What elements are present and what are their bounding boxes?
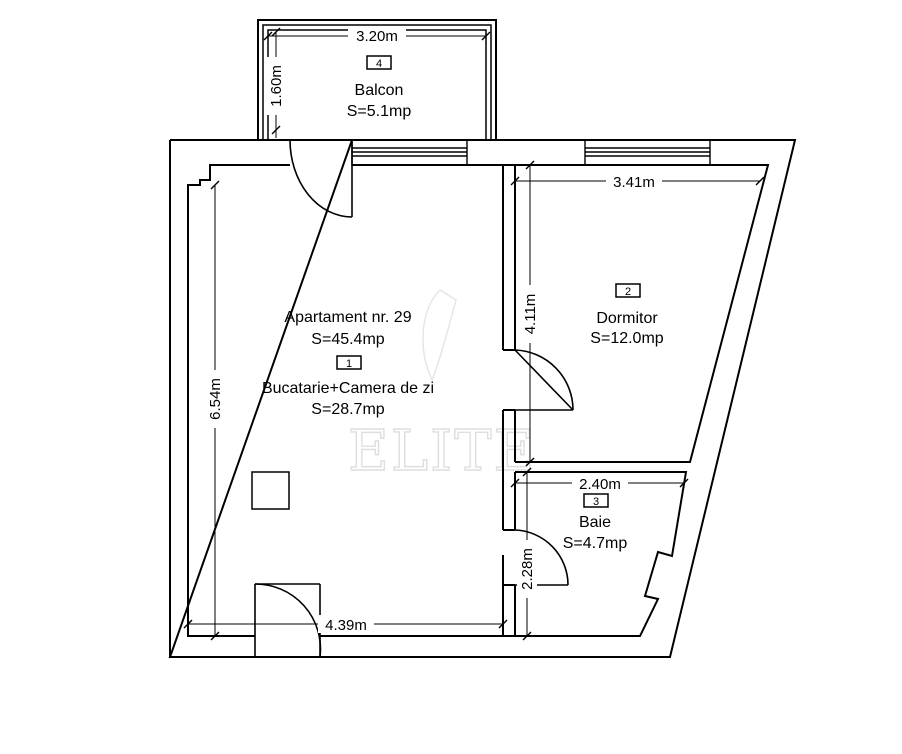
dim-living-height: 6.54m [205,180,225,641]
dim-bedroom-width: 3.41m [510,172,765,191]
room-name-balcon: Balcon [355,82,404,99]
room-number-3: 3 [593,496,599,508]
room-bedroom-label: 2 Dormitor S=12.0mp [590,283,664,347]
dim-label-bath-depth: 2.28m [519,548,536,590]
room-number-1: 1 [346,358,352,370]
room-area-baie: S=4.7mp [563,535,628,552]
door-balcony [289,139,353,218]
dim-label-bath-width: 2.40m [579,476,621,493]
room-area-living: S=28.7mp [311,401,384,418]
door-bedroom [514,349,574,411]
outer-walls [168,139,797,658]
room-bath-label: 3 Baie S=4.7mp [563,493,628,552]
dim-bath-depth: 2.28m [517,467,537,641]
room-name-dormitor: Dormitor [596,310,658,327]
room-balcony-label: 4 Balcon S=5.1mp [347,55,412,120]
room-name-baie: Baie [579,514,611,531]
room-area-balcon: S=5.1mp [347,103,412,120]
dim-label-living-height: 6.54m [207,378,224,420]
dim-label-bedroom-depth: 4.11m [522,294,539,335]
apartment-total-area: S=45.4mp [311,331,384,348]
watermark-text: ELITE [348,419,536,484]
window-bedroom [584,139,711,166]
dim-label-living-width: 4.39m [325,617,367,634]
apartment-title: Apartament nr. 29 [284,309,411,326]
dim-label-balcony-depth: 1.60m [268,65,285,107]
column-shaft [251,471,290,510]
dim-bedroom-depth: 4.11m [520,160,540,467]
dim-label-balcony-width: 3.20m [356,28,398,45]
room-area-dormitor: S=12.0mp [590,330,663,347]
dim-living-width: 4.39m [183,615,508,634]
window-living [351,139,468,166]
room-number-4: 4 [376,58,382,70]
dim-label-bedroom-width: 3.41m [613,174,655,191]
room-number-2: 2 [625,286,631,298]
room-name-living: Bucatarie+Camera de zi [262,380,434,397]
dim-bath-width: 2.40m [510,474,689,493]
door-entrance [254,583,322,658]
dim-balcony-depth: 1.60m [266,27,286,138]
dim-balcony-width: 3.20m [263,26,491,45]
room-living-label: Apartament nr. 29 S=45.4mp 1 Bucatarie+C… [262,309,434,418]
